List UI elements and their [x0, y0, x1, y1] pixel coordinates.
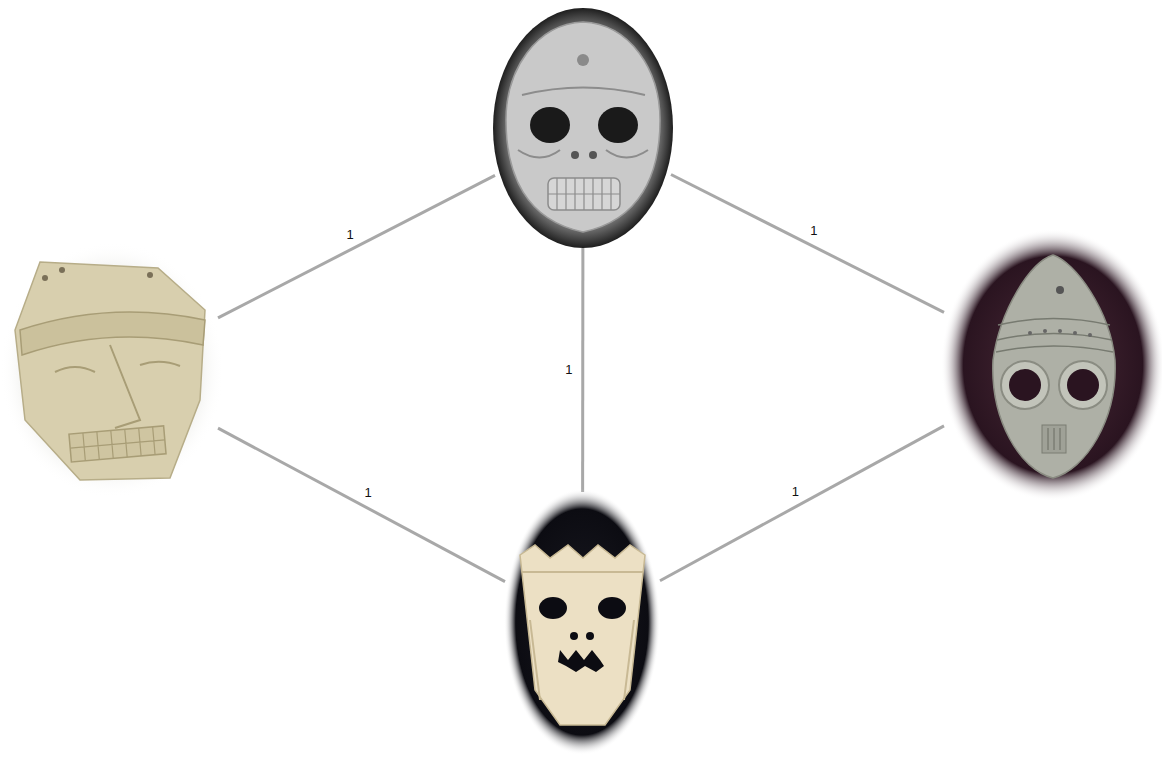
ivory-crowned-mask: [504, 489, 660, 755]
edge-weight: 1: [790, 484, 801, 499]
beige-stone-mask: [0, 242, 224, 498]
graph-edge: [218, 428, 505, 581]
mask-node: [944, 236, 1160, 498]
graph-edge: [671, 174, 944, 312]
edge-weight: 1: [808, 223, 819, 238]
mask-node: [8, 258, 218, 486]
edge-weight: 1: [563, 362, 574, 377]
edge-weight: 1: [362, 485, 373, 500]
mask-node: [505, 492, 660, 754]
graph-edge: [218, 175, 495, 318]
graph-edge: [581, 248, 584, 492]
goggle-eyed-mask: [941, 229, 1162, 501]
mask-node: [495, 12, 671, 248]
grey-stone-mask: [493, 8, 673, 248]
graph-edge: [660, 426, 944, 581]
edge-weight: 1: [344, 227, 355, 242]
